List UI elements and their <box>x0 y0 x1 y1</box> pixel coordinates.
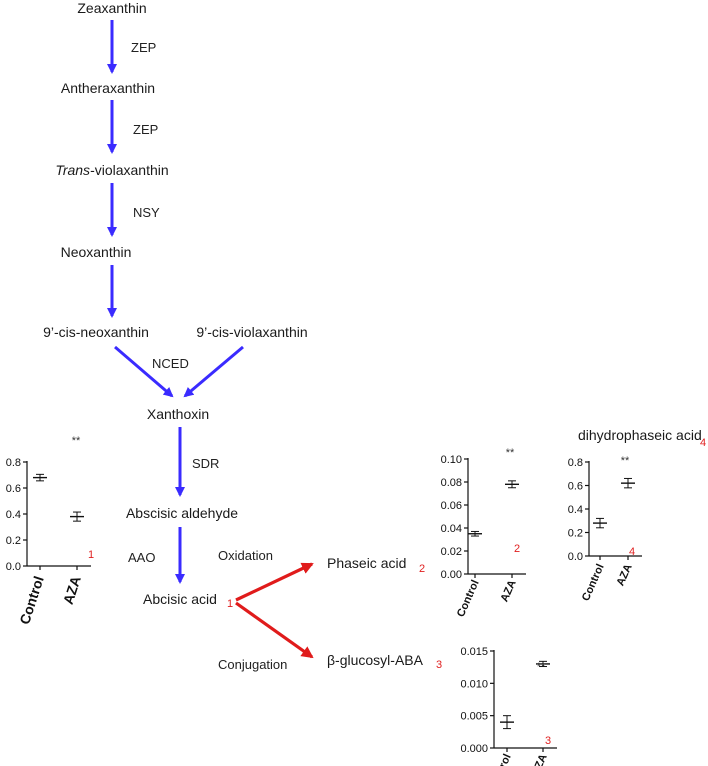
enzyme-aao: AAO <box>128 550 155 565</box>
y-tick-label: 0.0 <box>6 561 21 573</box>
y-tick-label: 0.6 <box>568 481 583 493</box>
marker-dihydrophaseic-acid: 4 <box>700 437 706 449</box>
significance-label: ** <box>506 447 515 459</box>
y-tick-label: 0.4 <box>568 504 583 516</box>
y-tick-label: 0.0 <box>568 551 583 563</box>
trans-prefix: Trans <box>55 162 90 178</box>
label-conjugation: Conjugation <box>218 657 287 672</box>
chart-marker-number: 1 <box>88 549 94 561</box>
y-tick-label: 0.005 <box>460 711 488 723</box>
marker-phaseic-acid: 2 <box>419 563 425 575</box>
significance-label: ** <box>621 455 630 467</box>
node-abcisic-acid: Abcisic acid <box>143 591 217 607</box>
y-tick-label: 0.8 <box>6 457 21 469</box>
x-tick-label-control: Control <box>580 562 607 603</box>
enzyme-nsy: NSY <box>133 205 160 220</box>
node-zeaxanthin: Zeaxanthin <box>77 0 146 16</box>
arrow-cis-violaxanthin-to-xanthoxin <box>183 345 244 398</box>
enzyme-sdr: SDR <box>192 456 219 471</box>
chart-glucosyl-aba: 0.000 0.005 0.010 0.015Control AZA ** 3 <box>460 646 557 766</box>
chart-marker-number: 4 <box>629 546 635 558</box>
x-tick-label-control: Control <box>455 578 482 619</box>
y-tick-label: 0.000 <box>460 743 488 755</box>
y-tick-label: 0.6 <box>6 483 21 495</box>
y-tick-label: 0.2 <box>568 528 583 540</box>
node-trans-violaxanthin: Trans-violaxanthin <box>55 162 168 178</box>
x-tick-label-aza: AZA <box>615 562 635 588</box>
node-antheraxanthin: Antheraxanthin <box>61 80 155 96</box>
y-tick-label: 0.06 <box>441 500 462 512</box>
node-9-cis-violaxanthin: 9’-cis-violaxanthin <box>196 324 307 340</box>
node-xanthoxin: Xanthoxin <box>147 406 209 422</box>
trans-suffix: -violaxanthin <box>90 162 169 178</box>
y-tick-label: 0.2 <box>6 535 21 547</box>
y-tick-label: 0.04 <box>441 523 462 535</box>
significance-label: ** <box>72 435 81 447</box>
x-tick-label-aza: AZA <box>499 578 519 604</box>
y-tick-label: 0.8 <box>568 457 583 469</box>
node-dihydrophaseic-acid: dihydrophaseic acid <box>578 427 702 443</box>
x-tick-label-aza: AZA <box>60 574 84 606</box>
x-tick-label-control: Control <box>487 752 514 766</box>
marker-glucosyl-aba: 3 <box>436 659 442 671</box>
enzyme-nced: NCED <box>152 356 189 371</box>
node-phaseic-acid: Phaseic acid <box>327 555 406 571</box>
node-9-cis-neoxanthin: 9’-cis-neoxanthin <box>43 324 149 340</box>
x-tick-label-control: Control <box>16 574 47 626</box>
chart-marker-number: 2 <box>514 543 520 555</box>
branch-arrows <box>235 562 314 659</box>
chart-marker-number: 3 <box>545 735 551 747</box>
label-oxidation: Oxidation <box>218 548 273 563</box>
main-pathway-arrows <box>107 20 244 584</box>
arrow-cis-neoxanthin-to-xanthoxin <box>114 345 174 398</box>
y-tick-label: 0.00 <box>441 569 462 581</box>
y-tick-label: 0.010 <box>460 678 488 690</box>
y-tick-label: 0.4 <box>6 509 21 521</box>
node-abscisic-aldehyde: Abscisic aldehyde <box>126 505 238 521</box>
arrow-oxidation-to-phaseic-acid <box>235 562 314 602</box>
x-tick-label-aza: AZA <box>530 752 550 766</box>
node-neoxanthin: Neoxanthin <box>61 244 132 260</box>
enzyme-zep-2: ZEP <box>133 122 158 137</box>
marker-abcisic-acid: 1 <box>227 598 233 610</box>
arrow-conjugation-to-glucosyl-aba <box>235 601 314 659</box>
node-glucosyl-aba: β-glucosyl-ABA <box>327 652 424 668</box>
significance-label: ** <box>537 661 546 673</box>
enzyme-zep-1: ZEP <box>131 40 156 55</box>
y-tick-label: 0.02 <box>441 546 462 558</box>
y-tick-label: 0.08 <box>441 477 462 489</box>
y-tick-label: 0.10 <box>441 454 462 466</box>
y-tick-label: 0.015 <box>460 646 488 658</box>
